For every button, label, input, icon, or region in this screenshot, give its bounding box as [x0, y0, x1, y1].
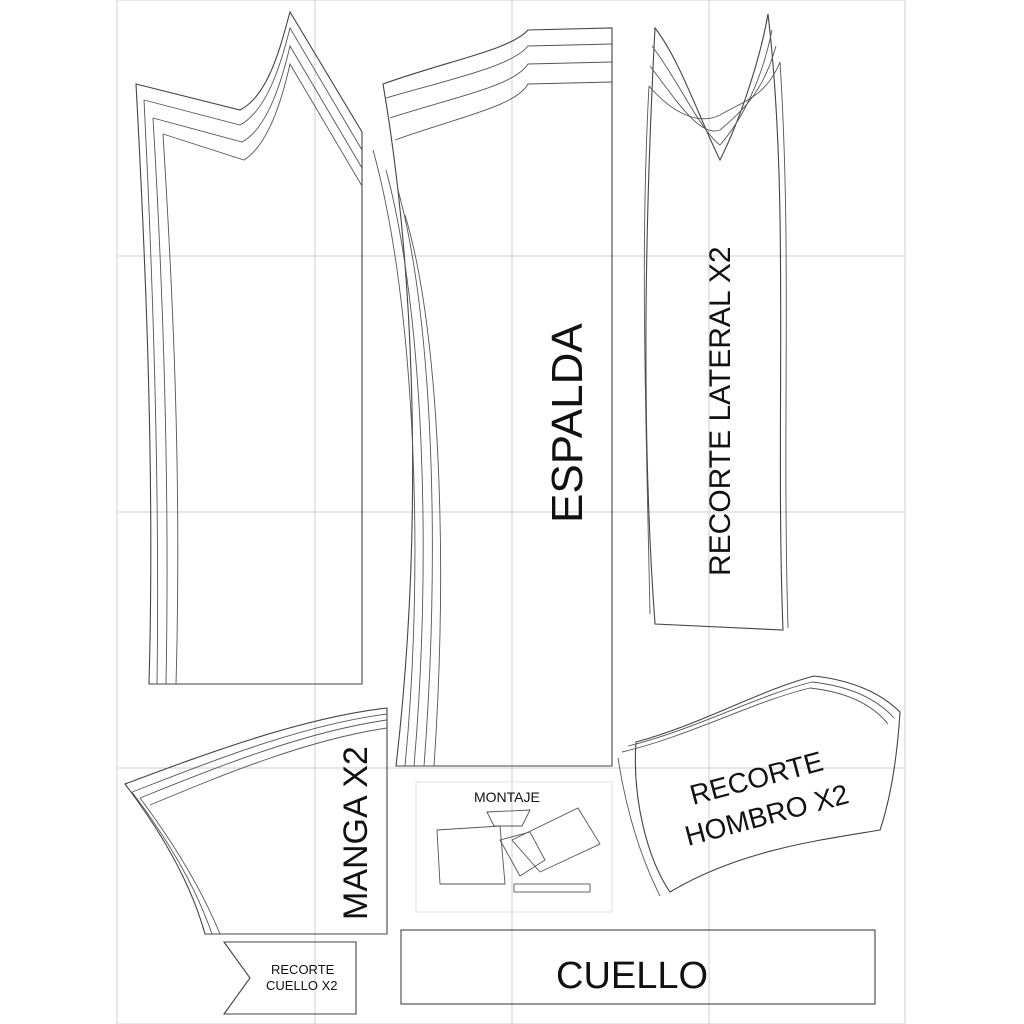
recorte-cuello-piece: RECORTE CUELLO X2: [222, 941, 357, 1015]
manga-label: MANGA X2: [337, 746, 375, 920]
montaje-collar-icon: [486, 809, 531, 827]
montaje-side-icon: [499, 831, 546, 877]
espalda-label: ESPALDA: [543, 323, 592, 523]
recorte-cuello-line2: CUELLO X2: [266, 978, 338, 993]
montaje-block: MONTAJE: [415, 781, 613, 913]
espalda-piece: ESPALDA: [372, 27, 613, 767]
recorte-hombro-piece: RECORTE HOMBRO X2: [617, 675, 901, 897]
recorte-lateral-piece: RECORTE LATERAL X2: [643, 13, 789, 631]
cuello-piece: CUELLO: [400, 929, 876, 1005]
recorte-lateral-label: RECORTE LATERAL X2: [704, 246, 737, 576]
montaje-body-icon: [436, 825, 506, 885]
front-piece: [135, 10, 363, 685]
montaje-sleeve-icon: [511, 807, 601, 873]
manga-piece: MANGA X2: [124, 707, 388, 935]
montaje-strip-icon: [513, 883, 591, 893]
recorte-cuello-line1: RECORTE: [271, 962, 335, 977]
cuello-label: CUELLO: [556, 955, 708, 997]
montaje-label: MONTAJE: [474, 789, 540, 805]
tile-grid: [116, 0, 906, 1024]
